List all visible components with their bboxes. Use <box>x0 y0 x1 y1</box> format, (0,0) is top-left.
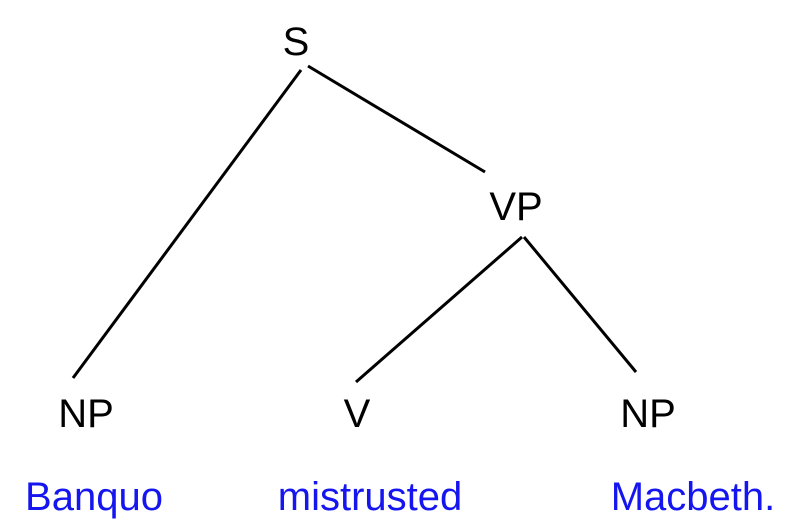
edge-s-np-subject <box>71 69 303 379</box>
edge-vp-v <box>355 235 523 384</box>
word-mistrusted: mistrusted <box>278 475 463 519</box>
node-np-object: NP <box>620 392 676 436</box>
word-macbeth: Macbeth. <box>611 475 776 519</box>
edge-s-vp <box>307 64 486 174</box>
node-vp: VP <box>489 185 542 229</box>
node-np-subject: NP <box>58 392 114 436</box>
edge-vp-np-object <box>522 236 638 373</box>
node-s: S <box>283 20 310 64</box>
word-banquo: Banquo <box>25 475 163 519</box>
node-v: V <box>344 392 371 436</box>
